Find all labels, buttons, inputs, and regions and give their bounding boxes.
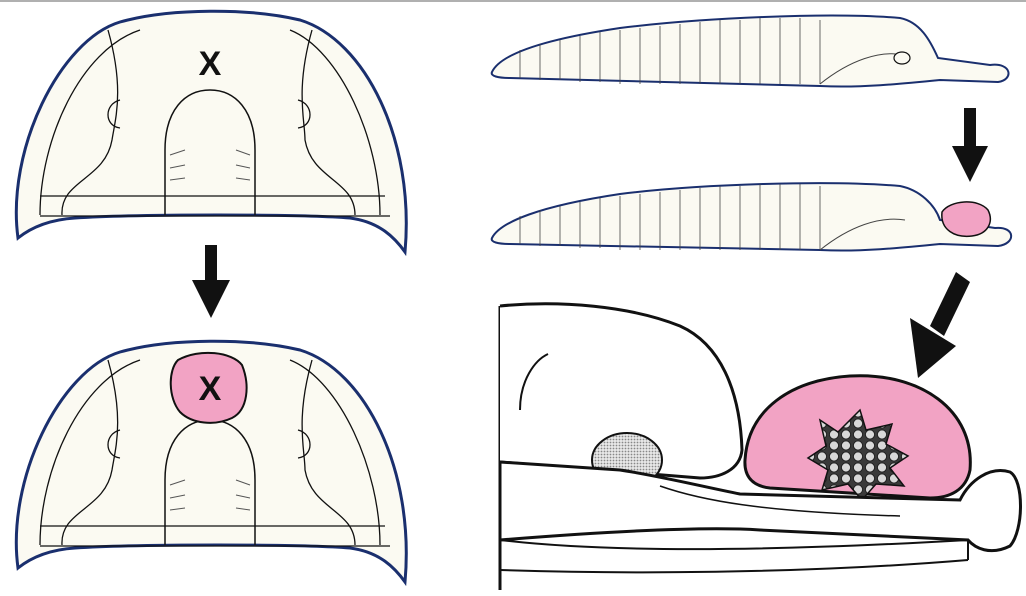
pink-eye-small (942, 202, 990, 236)
arrow-down-icon (192, 245, 230, 318)
marker-x-bottom: X (199, 370, 222, 408)
arrow-down-left-icon (910, 272, 970, 378)
larva-body-middle (492, 183, 1011, 250)
head-shield-top: X (16, 11, 406, 252)
larva-body-top (492, 16, 1009, 87)
arrow-down-icon (952, 108, 988, 182)
head-shield-bottom: X (16, 341, 406, 582)
marker-x-top: X (199, 45, 222, 83)
